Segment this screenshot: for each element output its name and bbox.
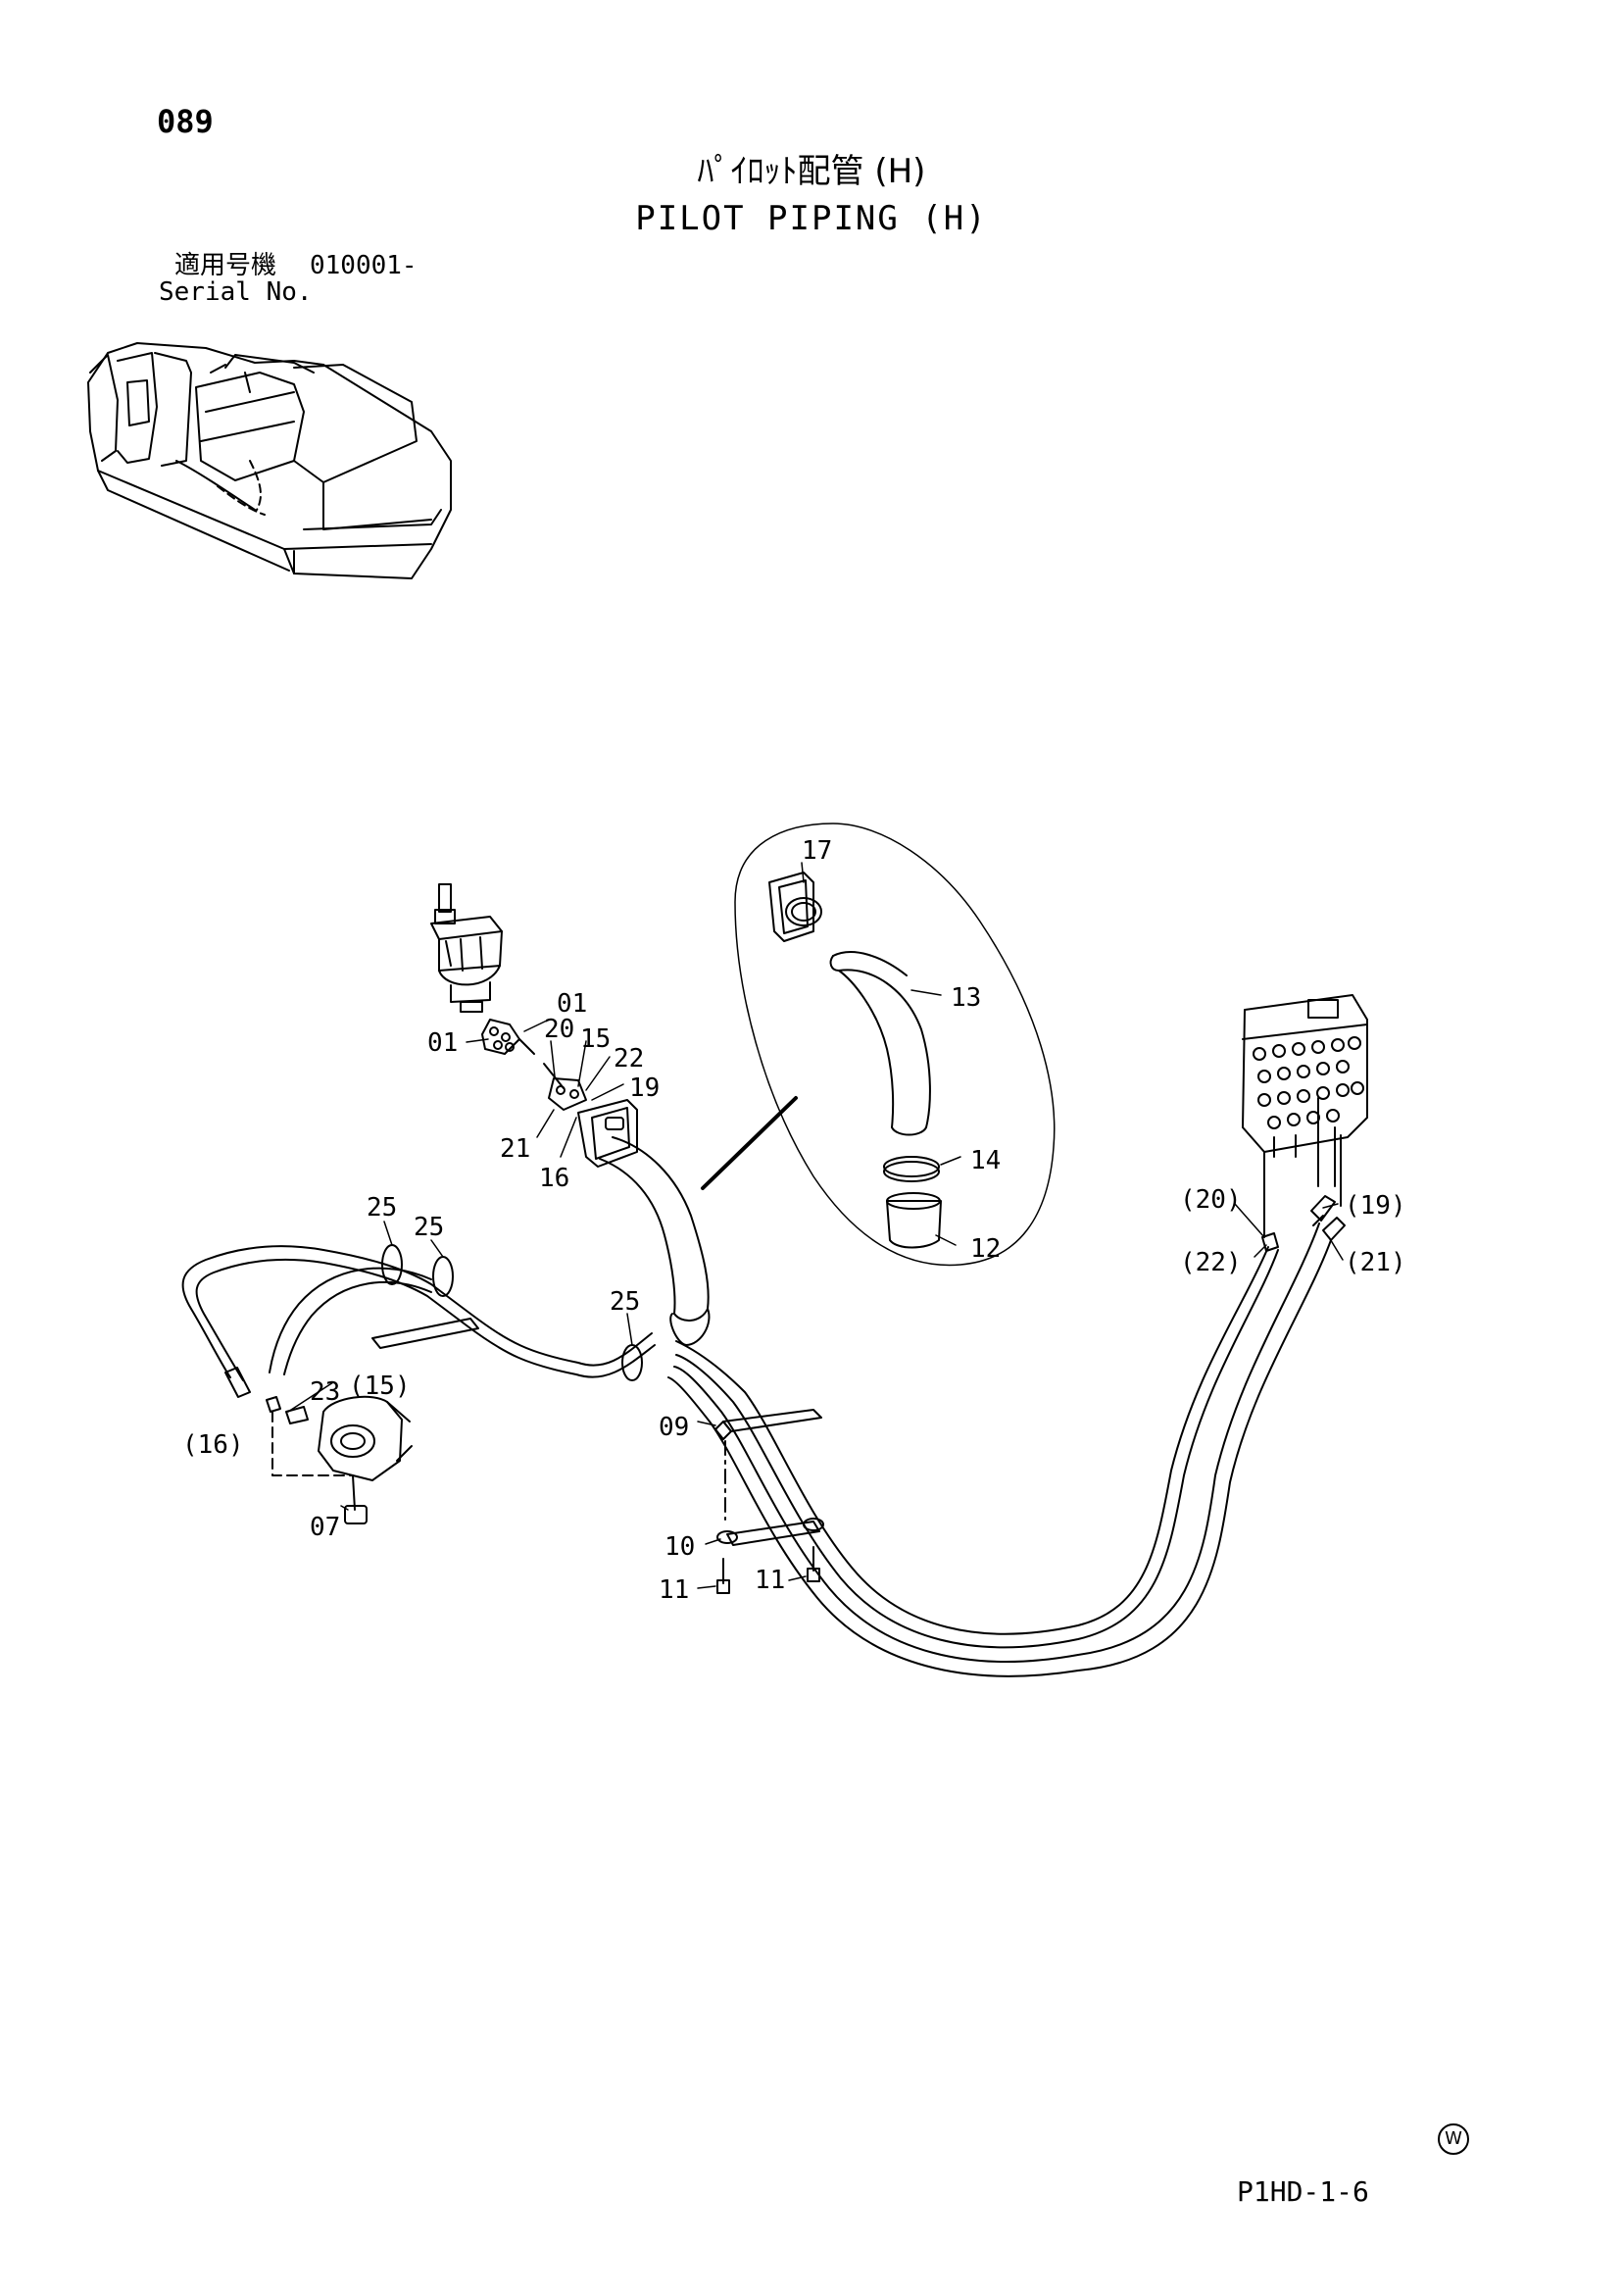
left-hose-routing xyxy=(181,1244,656,1424)
hose-guide-16 xyxy=(577,1099,638,1168)
callout-12: 12 xyxy=(970,1234,1001,1264)
callout-25-c: 25 xyxy=(610,1287,640,1317)
callout-16-ref: (16) xyxy=(182,1430,244,1460)
callout-19-ref: (19) xyxy=(1345,1191,1406,1221)
callout-07: 07 xyxy=(310,1513,340,1542)
callout-21-ref: (21) xyxy=(1345,1248,1406,1277)
circled-w-mark: W xyxy=(1438,2123,1469,2155)
serial-label-english: Serial No. xyxy=(159,277,313,307)
callout-17: 17 xyxy=(802,836,832,866)
callout-labels: 01 01 20 15 22 19 21 16 17 13 14 12 25 2… xyxy=(182,836,1406,1605)
callout-11-b: 11 xyxy=(755,1566,785,1595)
callout-leaders xyxy=(287,862,1344,1589)
callout-14: 14 xyxy=(970,1146,1001,1175)
callout-19: 19 xyxy=(629,1073,660,1103)
fitting-cluster-01 xyxy=(481,1019,587,1111)
callout-25-a: 25 xyxy=(367,1193,397,1223)
pilot-hose-bundle xyxy=(667,1223,1332,1677)
page-number: 089 xyxy=(157,103,214,140)
callout-22-ref: (22) xyxy=(1180,1248,1242,1277)
callout-20-ref: (20) xyxy=(1180,1185,1242,1215)
callout-09: 09 xyxy=(659,1413,689,1442)
page-title-english: PILOT PIPING (H) xyxy=(635,199,988,238)
pilot-valve-assembly xyxy=(430,883,503,1013)
hose-clamp-assembly xyxy=(714,1409,824,1594)
callout-20: 20 xyxy=(544,1015,574,1044)
callout-15: 15 xyxy=(580,1024,611,1054)
callout-01-upper: 01 xyxy=(557,989,587,1019)
callout-10: 10 xyxy=(664,1532,695,1562)
control-valve-block xyxy=(1242,994,1368,1238)
pilot-pump xyxy=(271,1395,413,1524)
detail-oval xyxy=(734,823,1056,1267)
callout-22: 22 xyxy=(614,1044,644,1073)
callout-11-a: 11 xyxy=(659,1575,689,1605)
callout-13: 13 xyxy=(951,983,981,1013)
callout-01-left: 01 xyxy=(427,1028,458,1058)
callout-15-ref: (15) xyxy=(349,1372,411,1401)
drawing-code: P1HD-1-6 xyxy=(1237,2175,1369,2208)
page-title-japanese: ﾊﾟｲﾛｯﾄ配管 (H) xyxy=(697,152,926,191)
machine-locator-illustration xyxy=(87,342,452,579)
callout-21: 21 xyxy=(500,1134,530,1164)
detail-leader-line xyxy=(701,1096,798,1190)
serial-label-japanese: 適用号機 xyxy=(174,251,277,280)
callout-25-b: 25 xyxy=(414,1213,444,1242)
callout-23: 23 xyxy=(310,1377,340,1407)
callout-16: 16 xyxy=(539,1164,569,1193)
serial-number-value: 010001- xyxy=(310,251,418,280)
